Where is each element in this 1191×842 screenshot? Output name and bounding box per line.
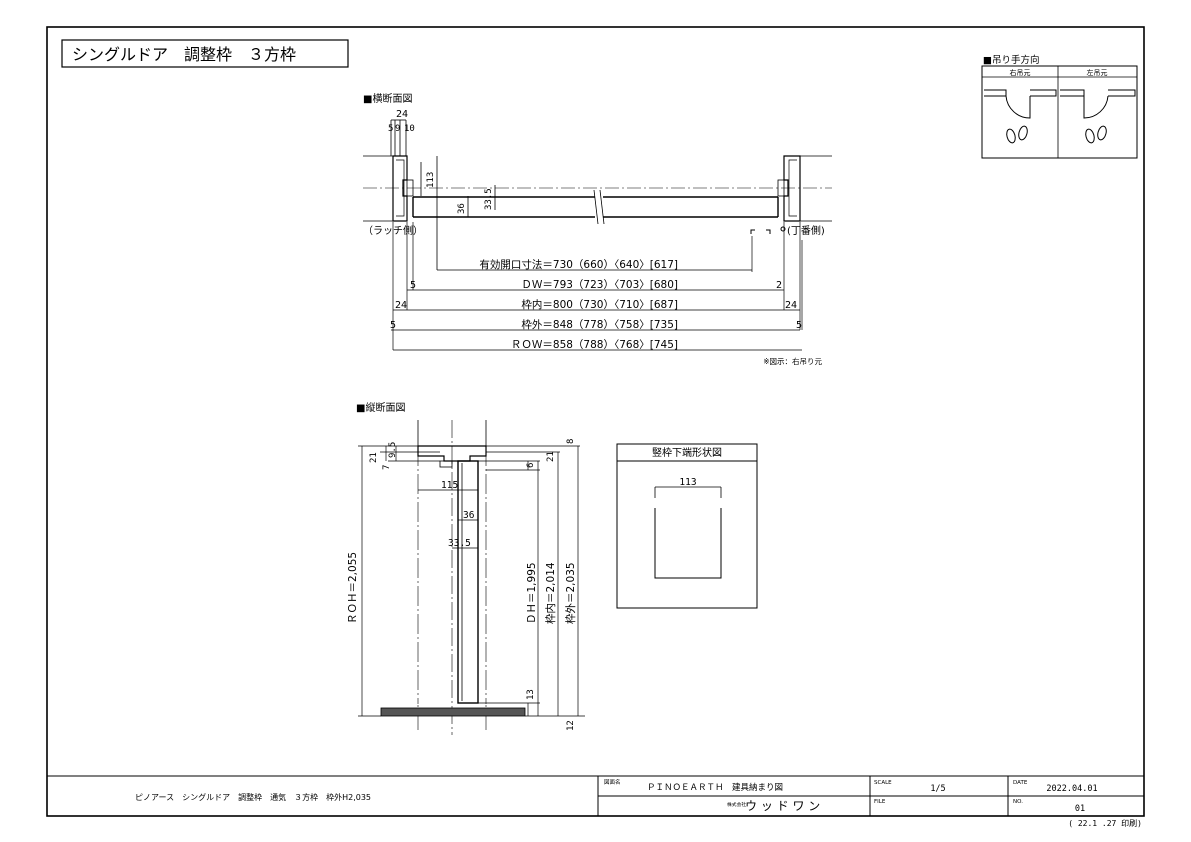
dim-33-5: 33.5 (484, 188, 494, 210)
vdim-6: 6 (526, 463, 536, 468)
vdim-13: 13 (526, 689, 536, 700)
scale-value: 1/5 (930, 784, 945, 794)
hinge-direction-heading: ■吊り手方向 (983, 54, 1039, 66)
print-note: ( 22.1 .27 印刷) (1068, 819, 1142, 828)
side-5-left: 5 (410, 280, 416, 291)
right-hinge-diagram (984, 89, 1057, 144)
side-24-left: 24 (395, 300, 407, 311)
dim-113: 113 (426, 172, 436, 188)
side-2-right: 2 (776, 280, 782, 291)
vdim-7: 7 (382, 465, 392, 470)
bottom-shape-diagram: 竪枠下端形状図 113 (616, 443, 758, 609)
frame-inner-h-dim: 枠内＝2,014 (544, 562, 557, 624)
vdim-36: 36 (463, 510, 475, 521)
bottom-dim-113: 113 (679, 477, 696, 488)
floor-hatch (380, 707, 526, 717)
date-label: DATE (1013, 780, 1028, 786)
dim-24-top: 24 (396, 109, 408, 120)
vdim-33-5: 33.5 (448, 538, 471, 549)
frame-outer-h-dim: 枠外＝2,035 (564, 562, 577, 624)
company-prefix: 株式会社 (727, 801, 746, 808)
vdim-115: 115 (441, 480, 458, 491)
page-title: シングルドア 調整枠 ３方枠 (72, 45, 296, 64)
vdim-8: 8 (566, 439, 576, 444)
drawing-name: ＰＩＮＯＥＡＲＴＨ 建具納まり図 (647, 782, 783, 793)
vertical-section: ■縦断面図 (347, 401, 585, 735)
bottom-shape-heading: 竪枠下端形状図 (652, 446, 722, 459)
roh-dim: ＲＯＨ＝2,055 (347, 552, 359, 624)
title-box: シングルドア 調整枠 ３方枠 (61, 39, 349, 68)
vdim-21-left: 21 (369, 452, 379, 463)
left-hinge-label: 左吊元 (1087, 68, 1108, 77)
side-5-outer-right: 5 (796, 320, 802, 331)
drawing-description: ピノアース シングルドア 調整枠 通気 ３方枠 枠外H2,035 (135, 792, 371, 802)
hinge-direction-panel: ■吊り手方向 右吊元 左吊元 (981, 54, 1138, 159)
vertical-section-heading: ■縦断面図 (356, 401, 405, 414)
frame-outer-dim: 枠外＝848（778）〈758〉[735] (521, 318, 678, 331)
dw-dim: ＤＷ＝793（723）〈703〉[680] (521, 279, 678, 291)
company-name: ウ ッ ド ワ ン (745, 799, 820, 813)
horizontal-section-heading: ■横断面図 (363, 92, 412, 105)
dim-36: 36 (457, 203, 467, 214)
effective-opening-dim: 有効開口寸法＝730（660）〈640〉[617] (479, 258, 678, 271)
vdim-12: 12 (566, 720, 576, 731)
frame-inner-dim: 枠内＝800（730）〈710〉[687] (521, 298, 678, 311)
file-label: FILE (874, 799, 886, 805)
drawing-name-label: 図面名 (604, 778, 621, 786)
vdim-21-right: 21 (546, 451, 556, 462)
row-dim: ＲＯＷ＝858（788）〈768〉[745] (511, 339, 678, 351)
note-right-hinge: ※図示：右吊り元 (763, 356, 822, 366)
date-value: 2022.04.01 (1046, 784, 1097, 794)
right-hinge-label: 右吊元 (1010, 68, 1031, 77)
hinge-side-label: (丁番側) (787, 224, 825, 237)
side-24-right: 24 (785, 300, 797, 311)
dim-10: 10 (404, 124, 415, 134)
sheet-border (46, 26, 1145, 817)
vdim-9-5: 9.5 (388, 442, 398, 458)
no-label: NO. (1013, 799, 1023, 805)
side-5-outer-left: 5 (390, 320, 396, 331)
left-hinge-diagram (1060, 89, 1136, 144)
scale-label: SCALE (874, 780, 892, 786)
title-block: ピノアース シングルドア 調整枠 通気 ３方枠 枠外H2,035 図面名 ＰＩＮ… (47, 775, 1144, 828)
dim-9: 9 (395, 124, 400, 134)
no-value: 01 (1075, 804, 1085, 814)
dh-dim: ＤＨ＝1,995 (526, 562, 538, 624)
horizontal-section: ■横断面図 24 5 9 10 (363, 92, 832, 366)
